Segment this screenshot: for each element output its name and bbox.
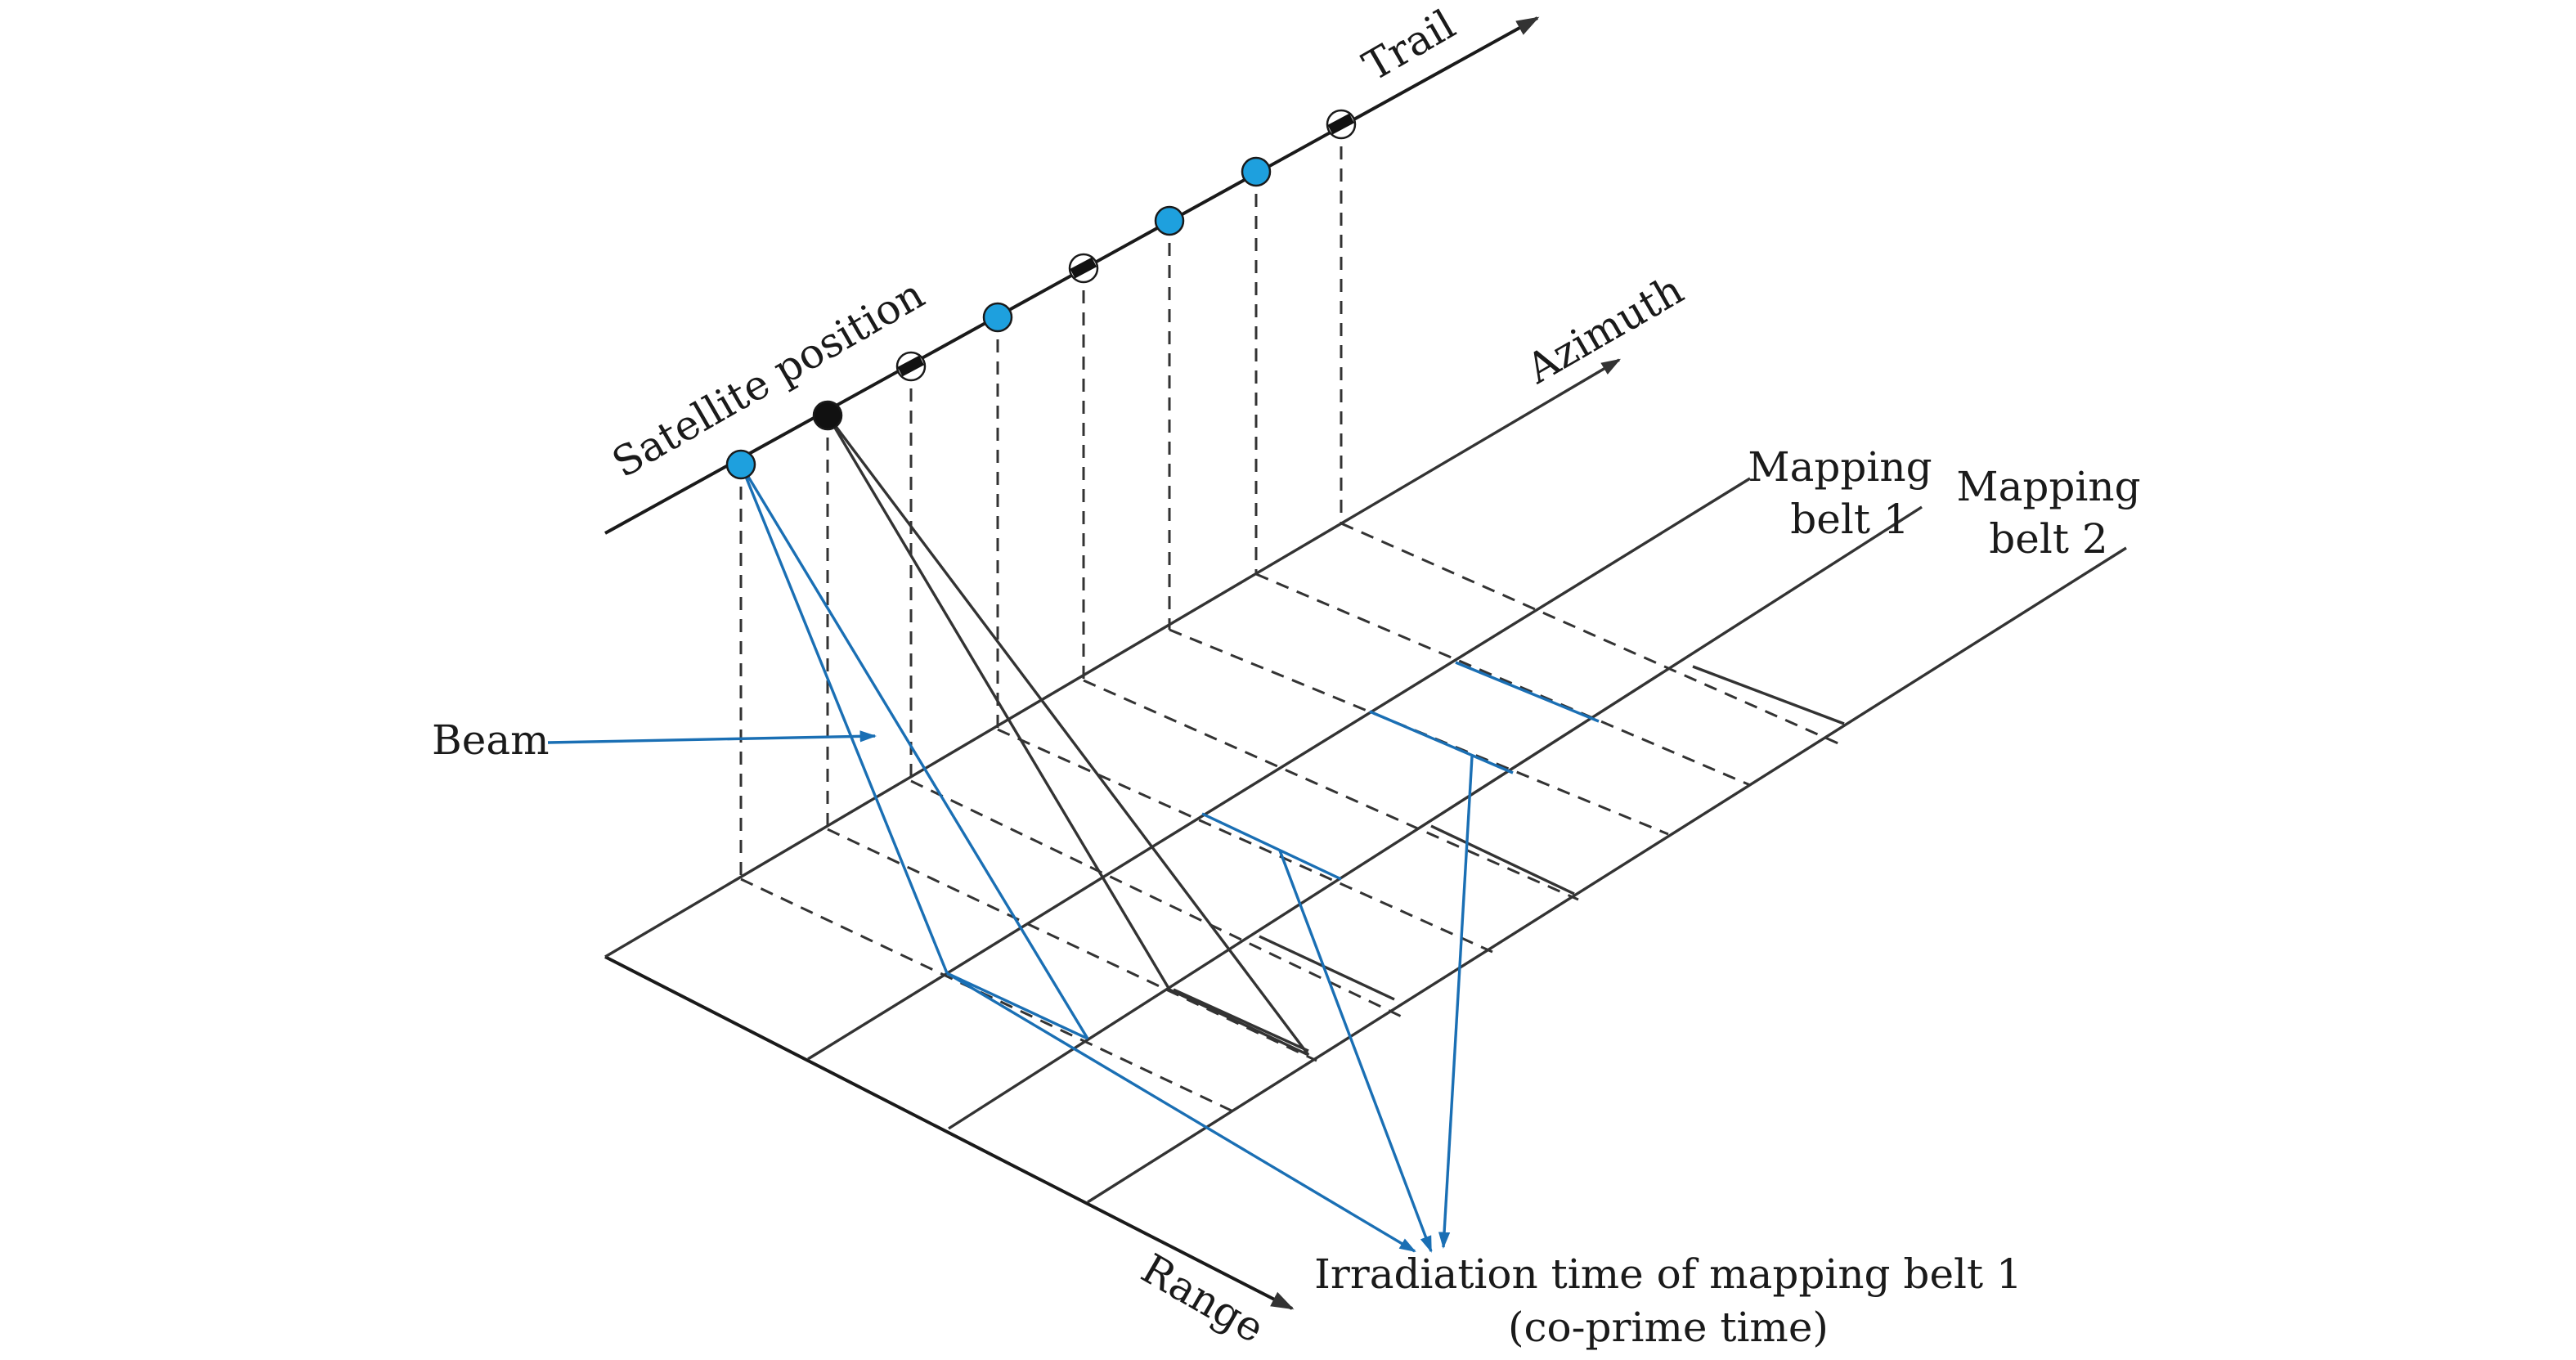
beam-label: Beam <box>432 716 550 764</box>
satellite-drop-lines <box>739 124 1343 879</box>
trail-label: Trail <box>1355 1 1463 91</box>
beam-footprints <box>946 661 1600 1057</box>
ground-projection-dashes <box>740 522 1841 1114</box>
satellite-marker-blue <box>1154 205 1185 236</box>
satellite-marker-black <box>812 400 843 431</box>
irradiation-label-line2: (co-prime time) <box>1508 1304 1829 1351</box>
satellite-marker-blue <box>1241 156 1272 187</box>
mapping-belt-1-label-line1: Mapping <box>1748 443 1932 491</box>
satellite-markers <box>725 109 1357 480</box>
irradiation-label-line1: Irradiation time of mapping belt 1 <box>1314 1250 2022 1298</box>
beam-pointer-arrow <box>547 730 877 744</box>
mapping-belt-2-label-line2: belt 2 <box>1989 515 2107 563</box>
irradiation-arrows <box>946 756 1474 1253</box>
blue-beam-lines <box>739 464 1089 1039</box>
azimuth-label: Azimuth <box>1518 266 1691 393</box>
mapping-belt-2-label-line1: Mapping <box>1956 463 2140 510</box>
ground-grid <box>604 358 2127 1310</box>
dark-beam-lines <box>826 414 1310 1057</box>
satellite-marker-blue <box>725 449 756 480</box>
mapping-belt-1-label-line2: belt 1 <box>1790 496 1909 543</box>
satellite-marker-blue <box>982 302 1013 333</box>
